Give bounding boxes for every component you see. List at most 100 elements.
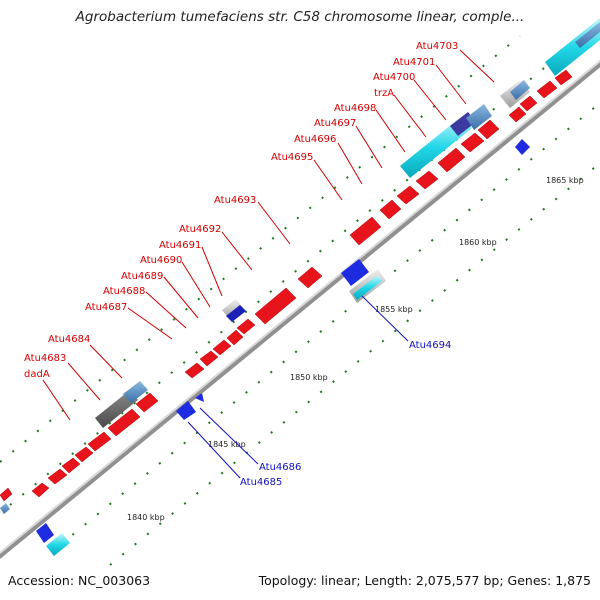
forward-gene-arrow xyxy=(135,392,159,413)
leader-line xyxy=(413,79,447,121)
leader-line xyxy=(127,307,173,340)
reverse-gene-arrow xyxy=(36,523,54,543)
forward-gene-arrow xyxy=(396,185,420,205)
feature-box xyxy=(545,18,600,76)
leader-line xyxy=(393,94,427,138)
forward-gene-arrow xyxy=(508,106,527,123)
tick-track-upper xyxy=(0,35,521,463)
reverse-gene-arrow xyxy=(195,393,204,402)
leader-line xyxy=(145,291,187,329)
forward-gene-arrow xyxy=(437,147,466,173)
leader-line xyxy=(67,362,101,401)
leader-line xyxy=(361,295,409,342)
leader-line xyxy=(89,344,123,379)
gene-label: Atu4703 xyxy=(416,41,458,52)
forward-gene-arrow xyxy=(0,487,13,502)
leader-line xyxy=(435,64,467,105)
gene-label: Atu4688 xyxy=(103,286,145,297)
reverse-gene-arrow xyxy=(515,139,530,155)
forward-leaders xyxy=(42,49,495,421)
gene-label: Atu4695 xyxy=(271,152,313,163)
feature-box xyxy=(95,390,138,428)
leader-line xyxy=(257,201,291,245)
upper-features xyxy=(0,18,600,514)
leader-line xyxy=(355,125,383,169)
forward-gene-arrow xyxy=(236,318,256,335)
feature-box xyxy=(222,299,244,320)
forward-gene-arrow xyxy=(460,132,485,153)
map-title: Agrobacterium tumefaciens str. C58 chrom… xyxy=(75,9,525,25)
leader-line xyxy=(375,109,406,153)
forward-gene-arrow xyxy=(297,266,323,289)
gene-label: Atu4696 xyxy=(294,134,336,145)
reverse-genes xyxy=(36,139,530,556)
forward-gene-arrow xyxy=(47,468,68,485)
forward-gene-arrow xyxy=(349,216,382,246)
gene-label: dadA xyxy=(24,369,50,380)
scale-label: 1855 kbp xyxy=(375,305,413,314)
reverse-gene-arrow xyxy=(46,533,70,556)
reverse-labels: Atu4685 Atu4686 Atu4694 xyxy=(240,340,451,488)
forward-gene-arrow xyxy=(415,170,439,190)
backbone xyxy=(0,59,600,560)
reverse-leaders xyxy=(187,295,409,479)
gene-label: Atu4697 xyxy=(314,118,356,129)
reverse-gene-arrow xyxy=(341,259,369,286)
leader-line xyxy=(42,379,71,421)
forward-gene-arrow xyxy=(536,80,558,99)
gene-label: Atu4684 xyxy=(48,334,90,345)
scale-label: 1865 kbp xyxy=(546,176,584,185)
forward-gene-arrow xyxy=(212,339,232,356)
forward-gene-arrow xyxy=(184,362,205,379)
feature-box xyxy=(0,503,10,514)
forward-gene-arrow xyxy=(379,199,402,220)
forward-gene-arrow xyxy=(226,329,244,346)
gene-label: Atu4689 xyxy=(121,271,163,282)
feature-box xyxy=(466,104,492,130)
leader-line xyxy=(163,276,199,319)
tick-track-lower-2 xyxy=(109,162,600,566)
summary-text: Topology: linear; Length: 2,075,577 bp; … xyxy=(258,573,591,588)
gene-label: Atu4685 xyxy=(240,477,282,488)
leader-line xyxy=(459,49,495,83)
forward-gene-arrow xyxy=(61,457,81,474)
forward-genes xyxy=(0,69,573,502)
reverse-gene-arrow xyxy=(353,275,382,300)
gene-label: Atu4701 xyxy=(393,57,435,68)
tick-track-lower xyxy=(59,102,600,546)
gene-label: trzA xyxy=(374,88,394,99)
forward-gene-arrow xyxy=(87,431,112,452)
scale-label: 1850 kbp xyxy=(290,373,328,382)
forward-gene-arrow xyxy=(254,287,297,325)
leader-line xyxy=(187,421,241,479)
forward-gene-arrow xyxy=(477,119,500,140)
feature-box xyxy=(575,22,600,48)
scale-label: 1840 kbp xyxy=(127,513,165,522)
feature-box xyxy=(123,381,148,403)
forward-gene-arrow xyxy=(519,95,538,112)
scale-label: 1845 kbp xyxy=(208,440,246,449)
feature-box xyxy=(510,80,530,100)
gene-label: Atu4690 xyxy=(140,255,182,266)
forward-gene-arrow xyxy=(199,350,219,367)
scale-label: 1860 kbp xyxy=(459,238,497,247)
gene-label: Atu4698 xyxy=(334,103,376,114)
gene-label: Atu4692 xyxy=(179,224,221,235)
gene-label: Atu4693 xyxy=(214,195,256,206)
gene-label: Atu4687 xyxy=(85,302,127,313)
forward-gene-arrow xyxy=(31,482,50,498)
gene-label: Atu4686 xyxy=(259,462,301,473)
leader-line xyxy=(199,407,259,465)
leader-line xyxy=(181,261,211,308)
leader-line xyxy=(201,246,223,297)
forward-gene-arrow xyxy=(107,408,141,437)
leader-line xyxy=(313,159,343,201)
gene-label: Atu4700 xyxy=(373,72,415,83)
scale-labels: 1840 kbp 1845 kbp 1850 kbp 1855 kbp 1860… xyxy=(127,176,584,522)
forward-gene-arrow xyxy=(74,446,94,463)
backbone-shadow xyxy=(0,60,600,560)
backbone-highlight xyxy=(0,59,600,555)
reverse-gene-arrow xyxy=(176,401,196,420)
leader-line xyxy=(221,231,253,271)
